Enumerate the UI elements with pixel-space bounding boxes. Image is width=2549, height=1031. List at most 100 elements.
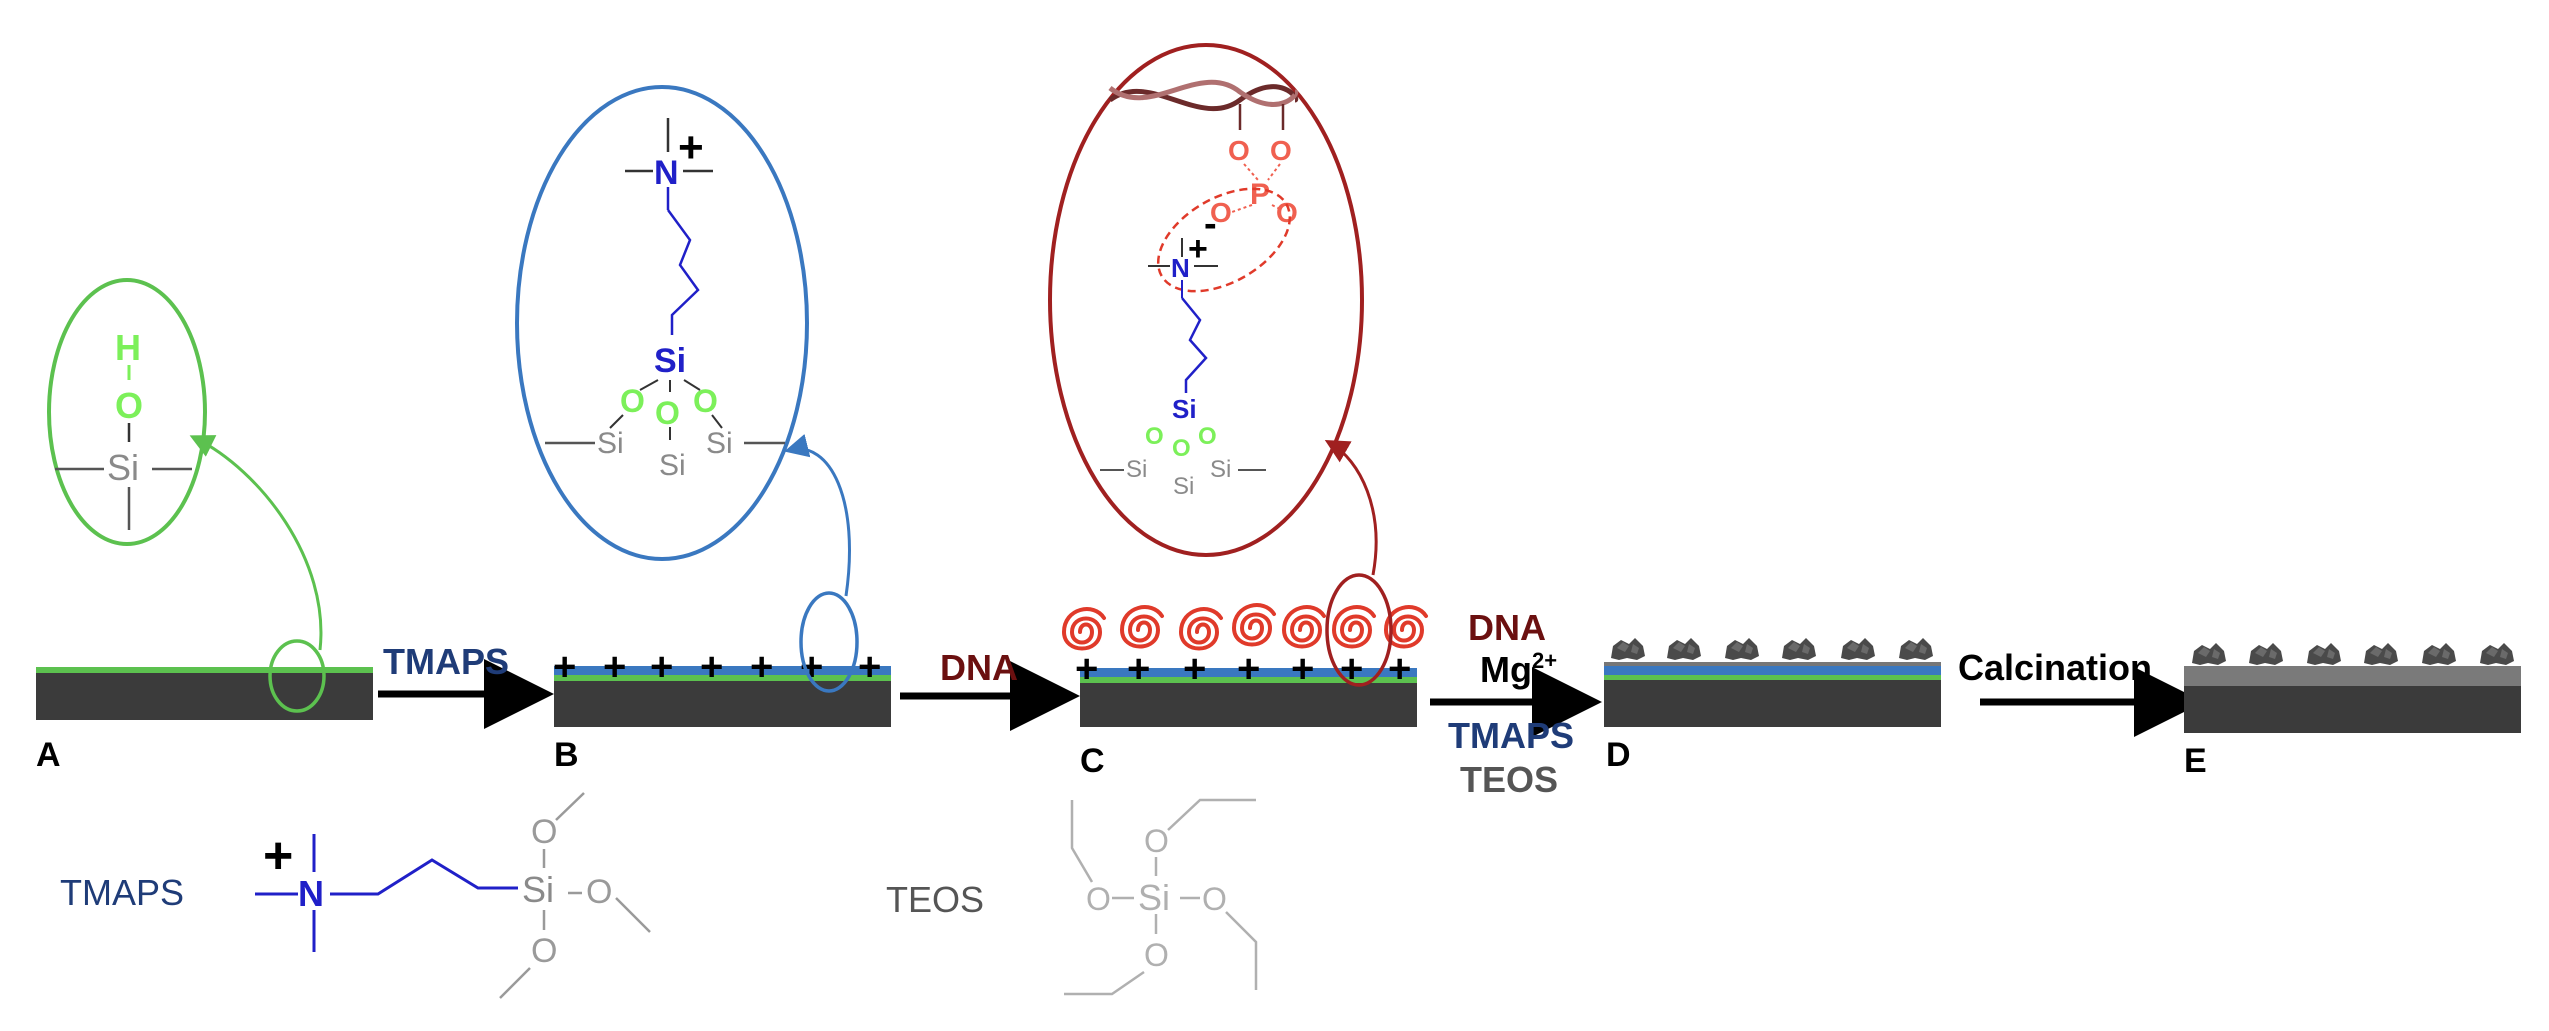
atom-h-a: H bbox=[115, 327, 141, 368]
svg-text:+: + bbox=[1127, 647, 1150, 691]
substrate-d bbox=[1604, 680, 1941, 727]
positive-charges-c: + + + + + + + bbox=[1075, 647, 1411, 691]
substrate-b bbox=[554, 680, 891, 727]
arrow-label-calcination: Calcination bbox=[1958, 647, 2152, 688]
step-b: + + + + + + + + N + Si O O O Si Si Si bbox=[515, 85, 891, 774]
substrate-e bbox=[2184, 686, 2521, 733]
svg-text:+: + bbox=[1075, 647, 1098, 691]
zoom-ellipse-c bbox=[1048, 43, 1364, 557]
silanol-layer-d bbox=[1604, 675, 1941, 680]
arrow-label-dna-2: DNA bbox=[1468, 607, 1546, 648]
zoom-arrow-b bbox=[784, 434, 851, 597]
atom-si-b: Si bbox=[654, 342, 686, 380]
legend-tmaps-n: N bbox=[298, 873, 324, 914]
svg-text:+: + bbox=[700, 645, 723, 689]
svg-text:+: + bbox=[800, 645, 823, 689]
legend-tmaps-si: Si bbox=[522, 869, 554, 910]
positive-charges-b: + + + + + + + + bbox=[553, 645, 881, 689]
atom-o4-c: O bbox=[1276, 197, 1298, 228]
step-label-e: E bbox=[2184, 742, 2207, 780]
legend-teos-o-left: O bbox=[1086, 881, 1111, 917]
tmaps-layer-d bbox=[1604, 666, 1941, 675]
arrow-label-tmaps-2: TMAPS bbox=[1448, 715, 1574, 756]
silanol-layer-b bbox=[554, 675, 891, 681]
nanoparticles-e bbox=[2192, 643, 2514, 665]
legend-tmaps: TMAPS + N Si O O O bbox=[60, 792, 651, 999]
legend-teos-name: TEOS bbox=[886, 879, 984, 920]
atom-si1-b: Si bbox=[597, 427, 624, 460]
atom-o7-c: O bbox=[1198, 423, 1217, 450]
svg-text:+: + bbox=[1388, 647, 1411, 691]
dna-strands-c bbox=[1062, 603, 1428, 651]
legend-tmaps-o-top: O bbox=[531, 813, 557, 851]
legend-teos-si: Si bbox=[1138, 877, 1170, 918]
silanol-layer-c bbox=[1080, 677, 1417, 683]
svg-text:+: + bbox=[858, 645, 881, 689]
silanol-layer-a bbox=[36, 667, 373, 673]
atom-si2-b: Si bbox=[659, 449, 686, 482]
arrow-label-teos: TEOS bbox=[1460, 759, 1558, 800]
legend-teos-o-bottom: O bbox=[1144, 937, 1169, 973]
calcined-layer-e bbox=[2184, 666, 2521, 686]
atom-o1-c: O bbox=[1228, 135, 1250, 166]
legend-tmaps-plus: + bbox=[263, 827, 293, 885]
zoom-arrow-a bbox=[189, 435, 323, 651]
step-label-d: D bbox=[1606, 736, 1631, 774]
legend-tmaps-name: TMAPS bbox=[60, 872, 184, 913]
atom-n-b: N bbox=[654, 154, 679, 192]
step-label-a: A bbox=[36, 736, 61, 774]
charge-plus-c: + bbox=[1188, 230, 1208, 268]
zoom-marker-a bbox=[268, 639, 326, 713]
atom-o2-c: O bbox=[1270, 135, 1292, 166]
legend-tmaps-o-bottom: O bbox=[531, 932, 557, 970]
arrow-label-mg: Mg2+ bbox=[1480, 648, 1557, 690]
atom-o-a: O bbox=[115, 385, 143, 426]
atom-o3-c: O bbox=[1210, 197, 1232, 228]
tmaps-layer-c bbox=[1080, 668, 1417, 677]
atom-o2-b: O bbox=[655, 395, 680, 431]
zoom-ellipse-b bbox=[515, 85, 809, 561]
step-e: E bbox=[2184, 643, 2521, 780]
legend-teos: TEOS Si O O O O bbox=[886, 798, 1258, 996]
arrow-d-to-e: Calcination bbox=[1958, 647, 2204, 737]
tmaps-layer-b bbox=[554, 666, 891, 675]
atom-si-c: Si bbox=[1172, 394, 1197, 424]
legend-tmaps-o-right: O bbox=[586, 873, 612, 911]
atom-si2-c: Si bbox=[1173, 473, 1194, 500]
arrow-label-tmaps: TMAPS bbox=[383, 641, 509, 682]
step-label-c: C bbox=[1080, 742, 1105, 780]
atom-o1-b: O bbox=[620, 383, 645, 419]
arrow-c-to-d: DNA Mg2+ TMAPS TEOS bbox=[1430, 607, 1602, 800]
zoom-ellipse-a bbox=[47, 278, 207, 546]
svg-text:+: + bbox=[1237, 647, 1260, 691]
step-c: + + + + + + + O O P O O bbox=[1048, 43, 1428, 780]
svg-text:+: + bbox=[650, 645, 673, 689]
atom-si1-c: Si bbox=[1126, 456, 1147, 483]
nanoparticles-d bbox=[1611, 638, 1933, 660]
ionic-pair-ellipse bbox=[1156, 187, 1292, 293]
arrow-b-to-c: DNA bbox=[900, 647, 1080, 731]
step-d: D bbox=[1604, 638, 1941, 774]
charge-plus-b: + bbox=[678, 123, 704, 172]
atom-n-c: N bbox=[1171, 253, 1190, 283]
zoom-marker-c bbox=[1325, 573, 1393, 687]
arrow-a-to-b: TMAPS bbox=[378, 641, 554, 729]
arrow-label-dna: DNA bbox=[940, 647, 1018, 688]
atom-o5-c: O bbox=[1145, 423, 1164, 450]
atom-si3-c: Si bbox=[1210, 456, 1231, 483]
substrate-a bbox=[36, 672, 373, 720]
svg-text:+: + bbox=[750, 645, 773, 689]
svg-text:+: + bbox=[553, 645, 576, 689]
charge-minus-c: - bbox=[1204, 203, 1217, 245]
zoom-arrow-c bbox=[1324, 440, 1378, 576]
atom-o6-c: O bbox=[1172, 435, 1191, 462]
substrate-c bbox=[1080, 682, 1417, 727]
atom-si3-b: Si bbox=[706, 427, 733, 460]
step-label-b: B bbox=[554, 736, 579, 774]
legend-teos-o-top: O bbox=[1144, 823, 1169, 859]
atom-o3-b: O bbox=[693, 383, 718, 419]
silica-layer-d bbox=[1604, 662, 1941, 666]
atom-si-a: Si bbox=[107, 447, 139, 488]
zoom-marker-b bbox=[799, 591, 859, 693]
